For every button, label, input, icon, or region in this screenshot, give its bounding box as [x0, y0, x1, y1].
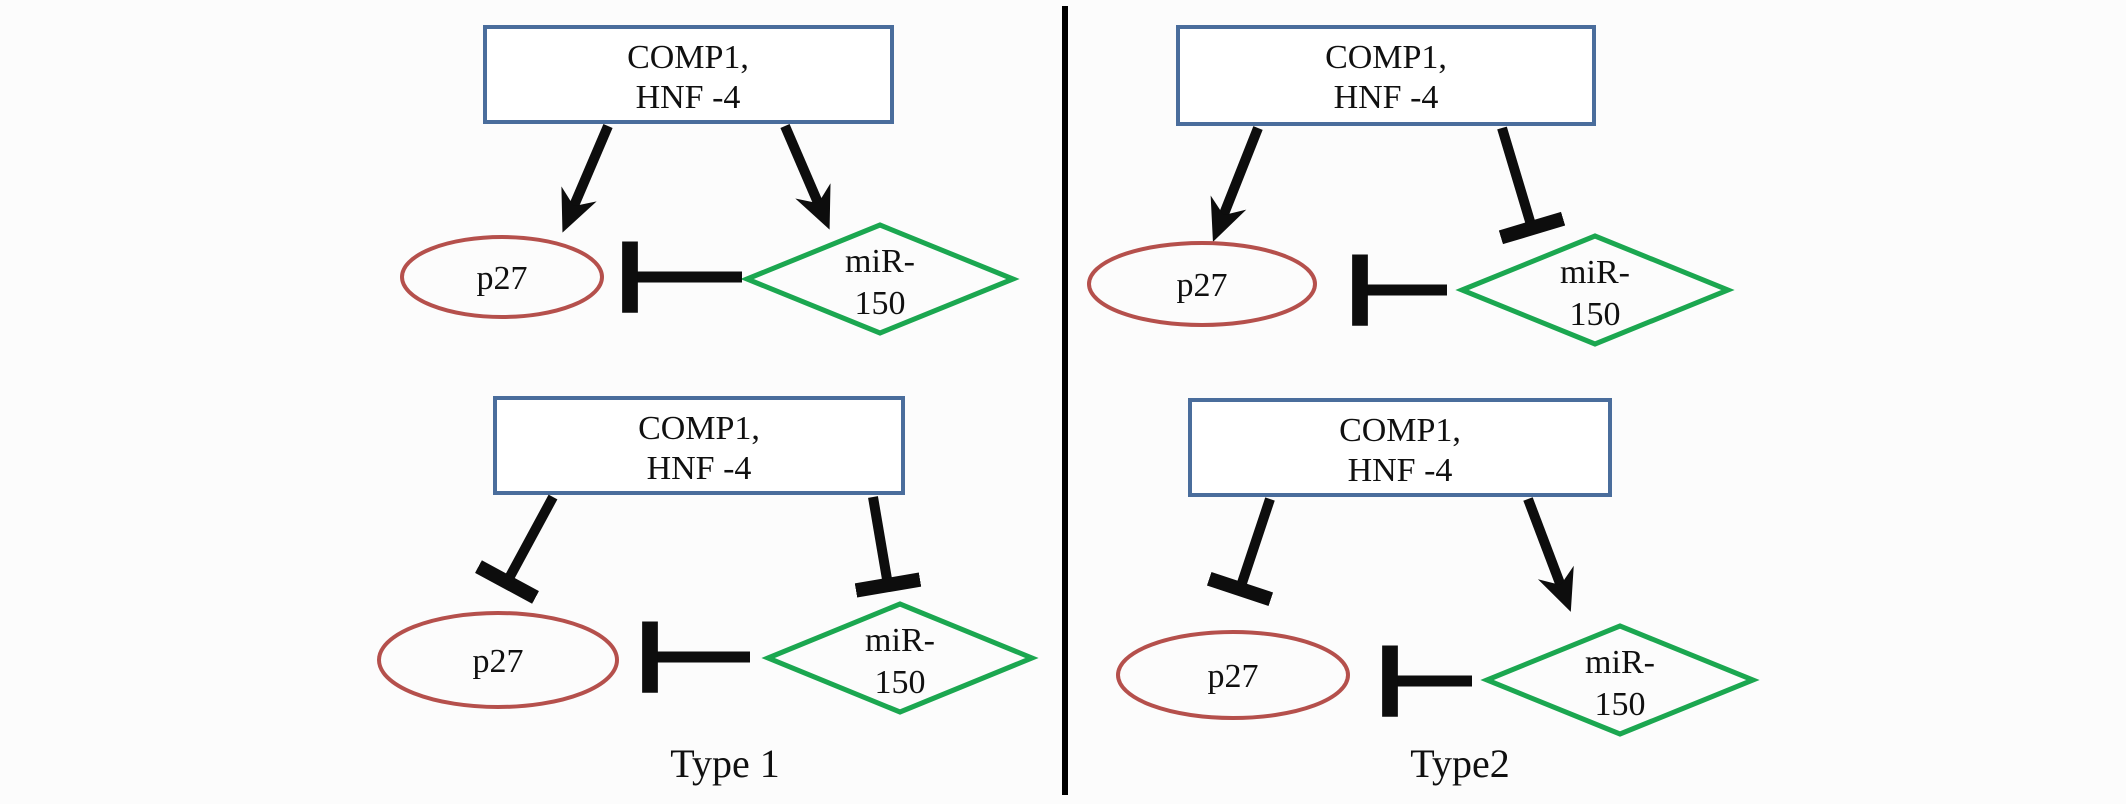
mir150-label-line1: miR- [1585, 644, 1655, 681]
inhibition-arrow-comp1-to-mir150 [854, 496, 922, 598]
activation-arrow-comp1-to-mir150 [780, 124, 831, 230]
p27-label: p27 [473, 643, 524, 680]
mir150-diamond [761, 601, 1039, 715]
comp1-hnf4-label-line2: HNF -4 [1348, 452, 1453, 489]
mir150-label-line1: miR- [845, 243, 915, 280]
comp1-hnf4-label-line1: COMP1, [627, 39, 749, 76]
mir150-label-line2: 150 [875, 664, 926, 701]
p27-ellipse [1087, 241, 1317, 327]
mir150-diamond [1455, 233, 1735, 347]
comp1-hnf4-box [1188, 398, 1612, 497]
activation-arrow-comp1-to-mir150 [1523, 497, 1574, 612]
comp1-hnf4-label-line2: HNF -4 [1334, 79, 1439, 116]
p27-ellipse [377, 611, 619, 709]
activation-arrow-comp1-to-p27 [561, 124, 613, 233]
p27-label: p27 [477, 260, 528, 297]
comp1-hnf4-box [1176, 25, 1596, 126]
mir150-label-line2: 150 [1595, 686, 1646, 723]
type1-label: Type 1 [670, 741, 779, 786]
inhibition-arrow-comp1-to-p27 [1206, 497, 1275, 607]
comp1-hnf4-label-line1: COMP1, [1325, 39, 1447, 76]
comp1-hnf4-box [493, 396, 905, 495]
mir150-diamond [740, 222, 1020, 336]
p27-ellipse [400, 235, 604, 319]
type2-label: Type2 [1410, 741, 1509, 786]
p27-label: p27 [1177, 267, 1228, 304]
panel-type2-upper: COMP1, HNF -4 p27 miR- 150 [1087, 25, 1735, 347]
activation-arrow-comp1-to-p27 [1210, 126, 1263, 242]
panel-type1-upper: COMP1, HNF -4 p27 miR- 150 [400, 25, 1020, 336]
mir150-label-line1: miR- [865, 622, 935, 659]
comp1-hnf4-label-line2: HNF -4 [636, 79, 741, 116]
p27-ellipse [1116, 630, 1350, 720]
inhibition-arrow-comp1-to-mir150 [1497, 126, 1566, 245]
comp1-hnf4-label-line1: COMP1, [1339, 412, 1461, 449]
mir150-label-line2: 150 [855, 285, 906, 322]
p27-label: p27 [1208, 658, 1259, 695]
panel-type2-lower: COMP1, HNF -4 p27 miR- 150 [1116, 398, 1760, 737]
comp1-hnf4-box [483, 25, 894, 124]
mir150-label-line1: miR- [1560, 254, 1630, 291]
mir150-diamond [1480, 623, 1760, 737]
panel-type1-lower: COMP1, HNF -4 p27 miR- 150 [377, 396, 1039, 715]
mir150-label-line2: 150 [1570, 296, 1621, 333]
comp1-hnf4-label-line1: COMP1, [638, 410, 760, 447]
inhibition-arrow-comp1-to-p27 [475, 494, 558, 604]
comp1-hnf4-label-line2: HNF -4 [647, 450, 752, 487]
